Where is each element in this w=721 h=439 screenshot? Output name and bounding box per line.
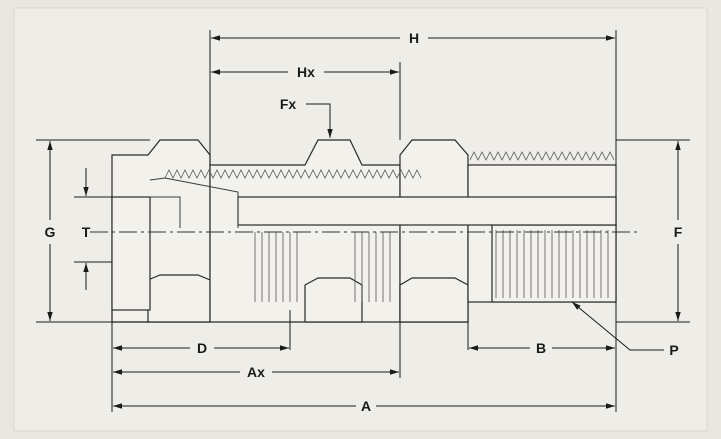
label-p: P (669, 342, 678, 358)
center-body (209, 139, 401, 323)
dimension-f: F (674, 141, 683, 321)
right-nut-hex (399, 277, 469, 323)
ferrule (149, 177, 239, 228)
internal-threads-right (495, 230, 609, 298)
label-fx: Fx (280, 96, 297, 112)
label-d: D (197, 340, 207, 356)
center-hex (304, 277, 363, 323)
dimension-ax: Ax (113, 364, 399, 380)
label-ax: Ax (247, 364, 265, 380)
extension-lines (36, 30, 690, 412)
label-a: A (361, 398, 371, 414)
fitting-body (90, 139, 640, 323)
end-threads (469, 151, 615, 161)
dimension-hx: Hx (211, 64, 399, 80)
dimension-p: P (571, 301, 679, 358)
left-nut-hex (147, 274, 211, 323)
dimension-a: A (113, 398, 615, 414)
label-f: F (674, 224, 683, 240)
dimension-t: T (82, 168, 91, 290)
internal-threads-left (254, 232, 298, 302)
tube (237, 196, 617, 226)
label-h: H (409, 30, 419, 46)
dimension-g: G (45, 141, 56, 321)
label-g: G (45, 224, 56, 240)
pipe-thread-bore (491, 224, 617, 303)
dimension-fx: Fx (280, 96, 333, 138)
label-t: T (82, 224, 91, 240)
top-threads (164, 169, 422, 179)
label-b: B (536, 340, 546, 356)
nut-face (111, 196, 151, 311)
internal-threads-mid (354, 232, 391, 302)
dimension-d: D (113, 340, 289, 356)
dimension-b: B (469, 340, 615, 356)
dimension-h: H (211, 30, 615, 46)
label-hx: Hx (297, 64, 315, 80)
